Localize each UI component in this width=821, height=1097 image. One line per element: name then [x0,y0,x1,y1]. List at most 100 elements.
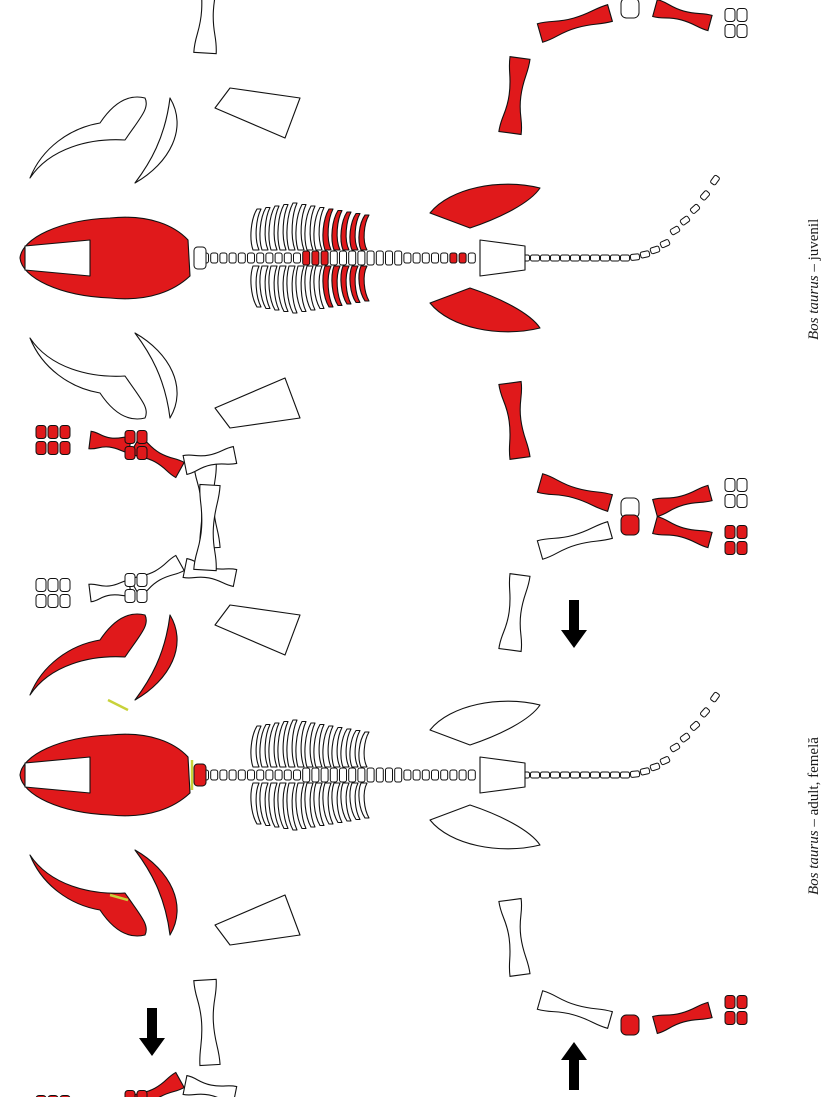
caudal-vertebra [690,204,701,214]
caudal-vertebra [680,216,691,226]
caudal-vertebra [621,255,630,261]
metatarsal [653,1002,713,1034]
rib [260,725,270,768]
rib [332,783,342,823]
vertebra [376,251,383,265]
radius [183,1076,237,1097]
rib [260,783,270,826]
humerus-shaft [194,0,221,54]
vertebra [238,770,245,780]
carpals-phalanx [125,431,135,444]
rib [359,732,369,767]
vertebra [312,251,319,265]
vertebra [358,768,365,782]
femur-shaft [499,57,531,135]
rib [278,205,288,251]
rib [332,266,342,306]
vertebra [321,768,328,782]
caudal-vertebra [591,255,600,261]
rib [350,214,360,251]
rib [332,211,342,251]
vertebra [340,768,347,782]
hindlimb-left [499,0,747,134]
phalanges [36,579,70,608]
metatarsal-shaft [653,1002,713,1034]
vertebra [275,253,282,263]
vertebra [358,251,365,265]
caudal-vertebra [640,251,650,259]
caption-adult-species: Bos taurus [806,830,821,895]
caudal-vertebra [561,255,570,261]
caudal-vertebra [700,190,710,201]
phalanges-phalanx [725,495,735,508]
vertebra [349,251,356,265]
vertebra [330,251,337,265]
phalanges-phalanx [725,1012,735,1025]
vertebra [395,251,402,265]
rib [296,266,306,312]
caption-juvenile: Bos taurus – juvenil [806,219,821,340]
caption-juvenile-detail: – juvenil [806,219,821,272]
vertebral-column [202,251,476,265]
rib [278,722,288,768]
tibia-shaft [537,474,612,512]
caudal-vertebra [601,772,610,778]
caudal-vertebra [531,255,540,261]
caudal-vertebra [690,721,701,731]
tibia [537,991,612,1029]
tarsal [621,1015,639,1035]
vertebra [321,251,328,265]
rib [251,266,261,307]
caudal-vertebra [571,255,580,261]
rib [269,783,279,827]
rib [278,266,288,312]
vertebra [386,768,393,782]
caudal-vertebra [591,772,600,778]
humerus [194,0,221,54]
forelimb-left [36,426,237,571]
vertebra [340,251,347,265]
caudal-vertebra [660,756,671,765]
rib [296,722,306,768]
carpals-phalanx [125,447,135,460]
phalanges [725,996,747,1025]
phalanges-phalanx [737,996,747,1009]
vertebra [248,253,255,263]
rib [305,266,315,310]
caudal-vertebra [611,772,620,778]
phalanges-phalanx [36,595,46,608]
vertebra [284,253,291,263]
metatarsal-shaft [653,485,713,517]
vertebra [266,770,273,780]
caption-adult-detail: – adult, femelă [806,737,821,827]
vertebra [432,770,439,780]
rib [296,205,306,251]
scapula [215,895,300,945]
rib [359,215,369,250]
rib [341,729,351,767]
vertebra [450,770,457,780]
scapula [215,88,300,138]
tibia-shaft [537,4,612,42]
rib [260,208,270,251]
vertebra [266,253,273,263]
phalanges-phalanx [48,442,58,455]
phalanges-phalanx [48,595,58,608]
caudal-vertebra [650,763,660,771]
rib [287,720,297,767]
metatarsal-shaft [653,0,713,31]
tarsal [621,0,639,18]
carpals-phalanx [137,574,147,587]
vertebra [413,770,420,780]
vertebra [422,770,429,780]
vertebra [450,253,457,263]
vertebra [459,253,466,263]
humerus-shaft [194,979,221,1065]
rib [305,783,315,827]
rib [341,783,351,821]
caudal-vertebra [670,226,681,236]
vertebra [413,253,420,263]
metatarsal [653,485,713,517]
rib [287,203,297,250]
rib [260,266,270,309]
